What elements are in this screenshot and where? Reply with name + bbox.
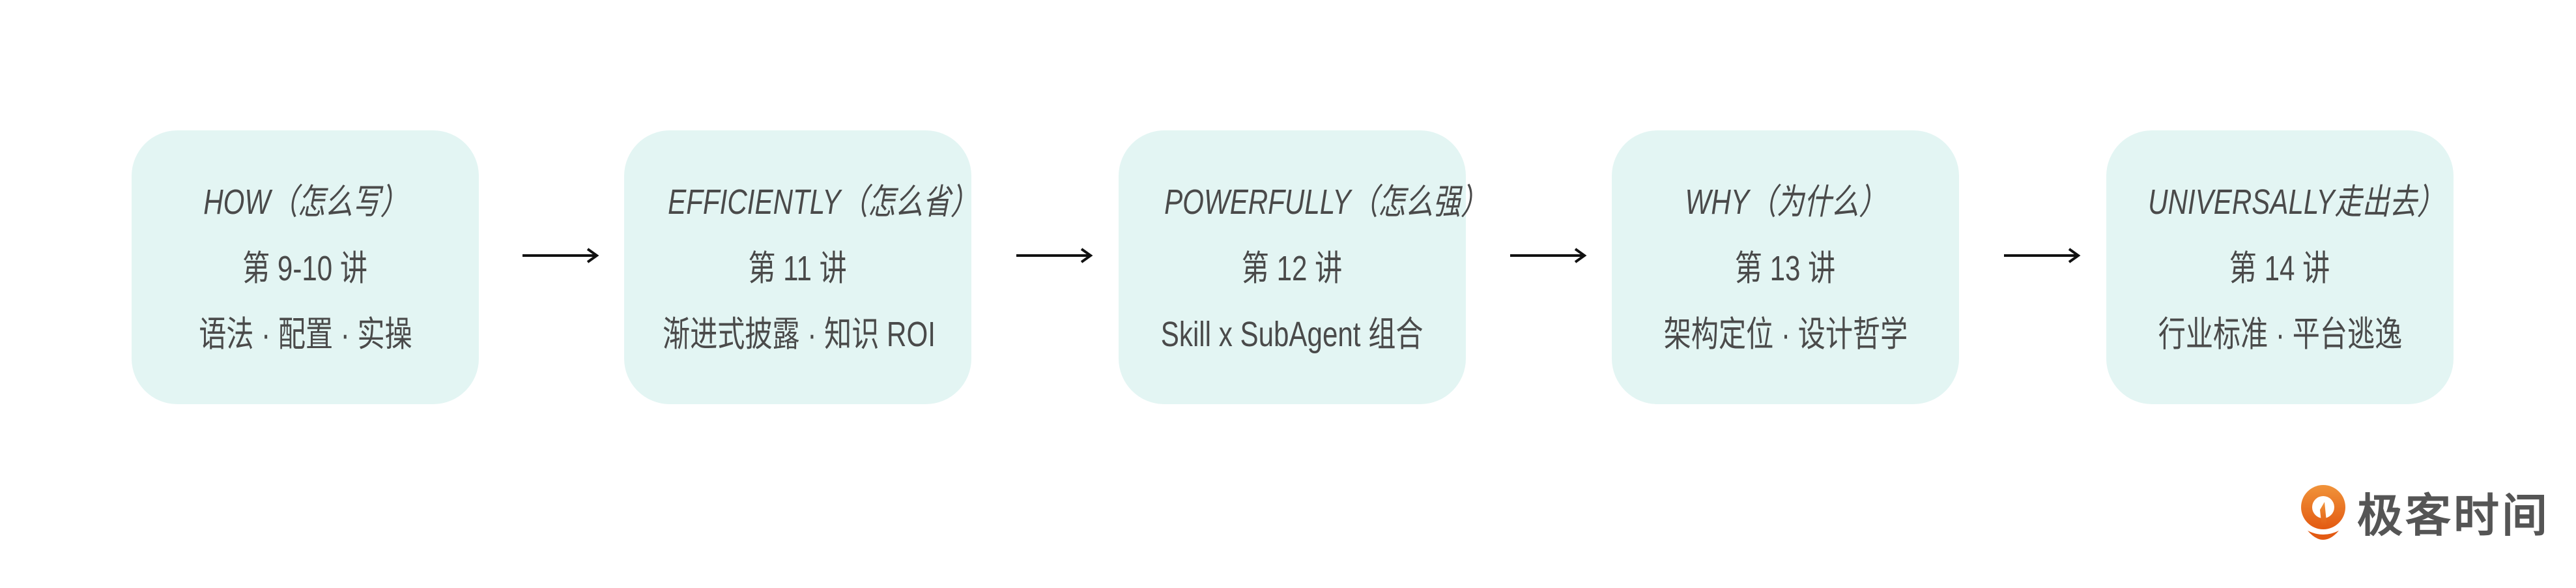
step-title: HOW（怎么写） [203,183,408,222]
brand-logo: 极客时间 [2298,482,2550,541]
step-title: UNIVERSALLY走出去） [2148,183,2445,222]
step-title: WHY（为什么） [1685,183,1886,222]
step-lecture: 第 9-10 讲 [242,249,368,288]
arrow-icon [1016,248,1093,263]
step-lecture: 第 14 讲 [2229,249,2330,288]
step-topics: 行业标准 · 平台逃逸 [2158,315,2402,354]
step-box-4: WHY（为什么） 第 13 讲 架构定位 · 设计哲学 [1612,130,1959,404]
step-title: EFFICIENTLY（怎么省） [668,183,978,222]
step-box-1: HOW（怎么写） 第 9-10 讲 语法 · 配置 · 实操 [132,130,479,404]
step-title: POWERFULLY（怎么强） [1164,183,1489,222]
step-topics: 架构定位 · 设计哲学 [1663,315,1908,354]
step-lecture: 第 13 讲 [1735,249,1836,288]
arrow-icon [522,248,599,263]
step-topics: Skill x SubAgent 组合 [1161,315,1424,354]
logo-mark-icon [2301,485,2345,540]
arrow-icon [1510,248,1587,263]
step-box-2: EFFICIENTLY（怎么省） 第 11 讲 渐进式披露 · 知识 ROI [624,130,978,404]
step-box-3: POWERFULLY（怎么强） 第 12 讲 Skill x SubAgent … [1119,130,1489,404]
step-topics: 渐进式披露 · 知识 ROI [663,315,936,354]
step-topics: 语法 · 配置 · 实操 [198,315,412,354]
logo-text: 极客时间 [2357,490,2550,541]
arrow-icon [2004,248,2081,263]
step-lecture: 第 11 讲 [748,249,848,288]
step-box-5: UNIVERSALLY走出去） 第 14 讲 行业标准 · 平台逃逸 [2106,130,2454,404]
step-lecture: 第 12 讲 [1242,249,1343,288]
